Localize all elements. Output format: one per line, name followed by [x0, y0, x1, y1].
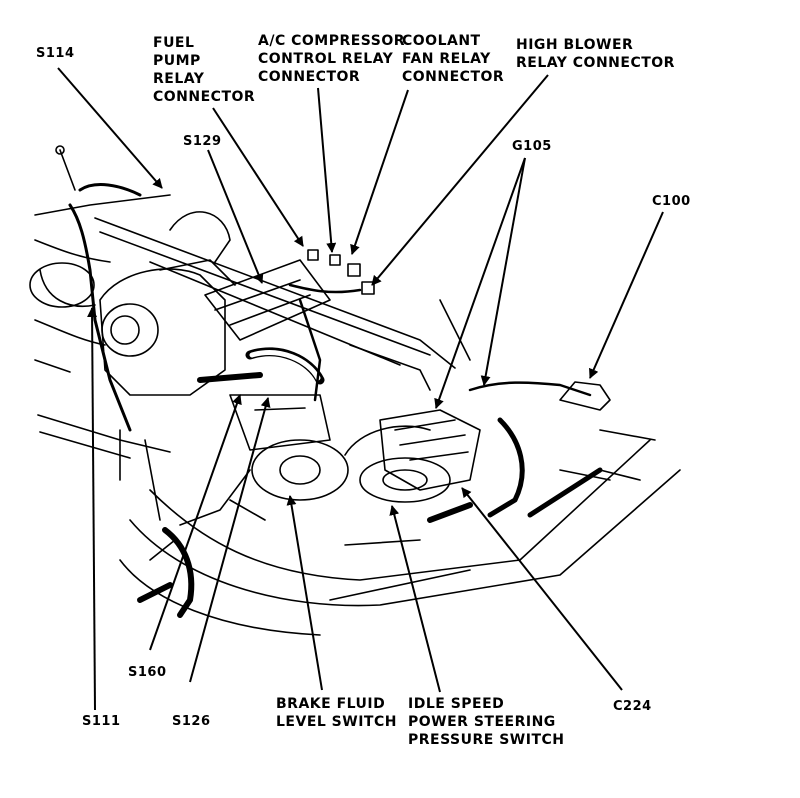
- s160-text: S160: [128, 665, 167, 680]
- label-c100: C100: [652, 193, 691, 211]
- fuel-pump-line-4: CONNECTOR: [153, 89, 256, 105]
- leader-g105-a: [434, 157, 526, 409]
- label-c224: C224: [613, 698, 652, 716]
- idle-line-2: POWER STEERING: [408, 714, 556, 730]
- s129-text: S129: [183, 134, 222, 149]
- label-ac-compressor-relay: A/C COMPRESSOR CONTROL RELAY CONNECTOR: [258, 32, 405, 86]
- coolant-line-3: CONNECTOR: [402, 69, 505, 85]
- label-s129: S129: [183, 133, 222, 151]
- leader-brake-fluid: [286, 495, 323, 691]
- leader-s111: [87, 307, 98, 711]
- ac-line-3: CONNECTOR: [258, 69, 361, 85]
- label-high-blower-relay: HIGH BLOWER RELAY CONNECTOR: [516, 36, 675, 72]
- leader-s114: [57, 67, 163, 189]
- coolant-line-1: COOLANT: [402, 33, 481, 49]
- leader-coolant-fan: [350, 89, 409, 255]
- ac-line-1: A/C COMPRESSOR: [258, 33, 406, 49]
- c100-text: C100: [652, 194, 691, 209]
- fuel-pump-line-2: PUMP: [153, 53, 201, 69]
- label-idle-speed-ps-pressure-switch: IDLE SPEED POWER STEERING PRESSURE SWITC…: [408, 695, 565, 749]
- leader-c100: [589, 211, 664, 379]
- leader-s160: [149, 394, 242, 651]
- label-s111: S111: [82, 713, 121, 731]
- s126-text: S126: [172, 714, 211, 729]
- leader-g105-b: [480, 157, 526, 386]
- s114-text: S114: [36, 46, 75, 61]
- brake-line-2: LEVEL SWITCH: [276, 714, 397, 730]
- label-s126: S126: [172, 713, 211, 731]
- label-fuel-pump-relay-connector: FUEL PUMP RELAY CONNECTOR: [153, 34, 255, 106]
- leader-fuel-pump-relay: [212, 107, 304, 247]
- fuel-pump-line-1: FUEL: [153, 35, 195, 51]
- leader-c224: [461, 487, 623, 691]
- g105-text: G105: [512, 139, 552, 154]
- lower-rail: [37, 414, 171, 453]
- label-coolant-fan-relay: COOLANT FAN RELAY CONNECTOR: [402, 32, 504, 86]
- label-s160: S160: [128, 664, 167, 682]
- fender-line: [34, 194, 171, 216]
- leader-s126: [189, 397, 271, 683]
- blower-line-1: HIGH BLOWER: [516, 37, 634, 53]
- leader-s129: [207, 149, 264, 284]
- idle-line-1: IDLE SPEED: [408, 696, 505, 712]
- c224-text: C224: [613, 699, 652, 714]
- leader-high-blower: [371, 74, 549, 286]
- fuel-pump-line-3: RELAY: [153, 71, 205, 87]
- coolant-line-2: FAN RELAY: [402, 51, 491, 67]
- leader-lines: [57, 67, 664, 711]
- label-brake-fluid-level-switch: BRAKE FLUID LEVEL SWITCH: [276, 695, 397, 731]
- idle-line-3: PRESSURE SWITCH: [408, 732, 565, 748]
- s111-text: S111: [82, 714, 121, 729]
- ac-line-2: CONTROL RELAY: [258, 51, 394, 67]
- label-g105: G105: [512, 138, 552, 156]
- label-s114: S114: [36, 45, 75, 63]
- leader-ac-compressor: [317, 87, 337, 253]
- brake-line-1: BRAKE FLUID: [276, 696, 386, 712]
- blower-line-2: RELAY CONNECTOR: [516, 55, 675, 71]
- leader-idle-speed: [389, 505, 441, 693]
